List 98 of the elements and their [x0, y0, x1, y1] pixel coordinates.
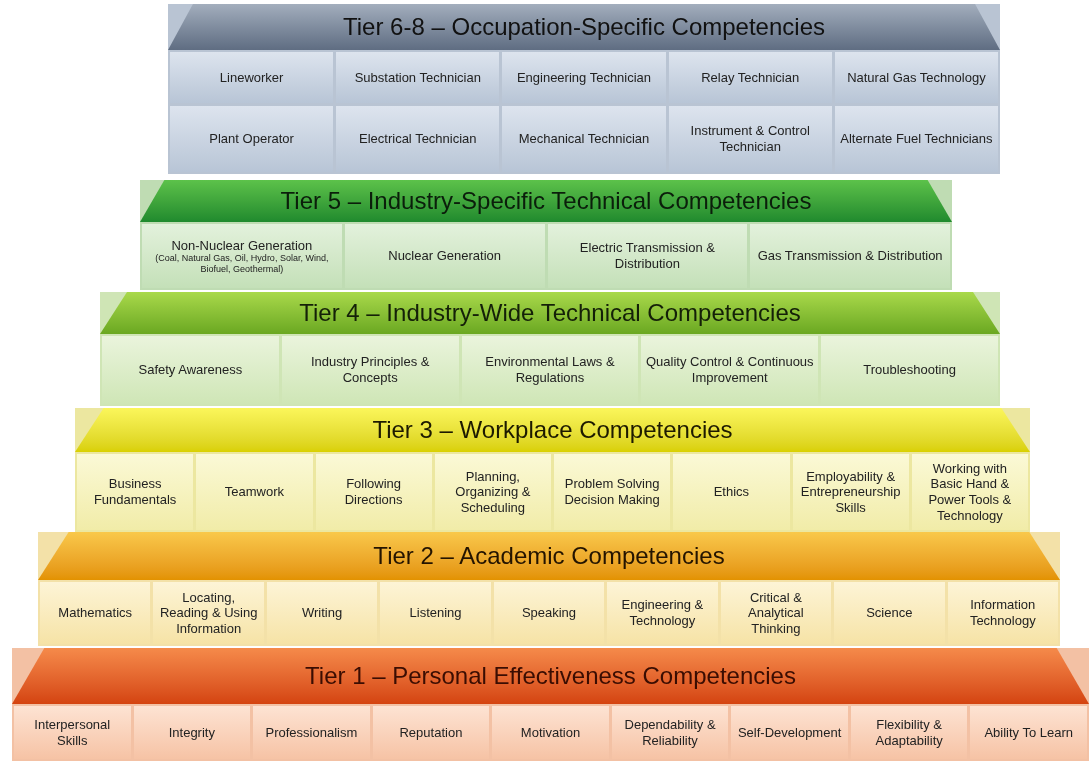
competency-label: Integrity	[168, 724, 215, 741]
competency-label: Dependability & Reliability	[623, 716, 717, 749]
tier-title: Tier 1 – Personal Effectiveness Competencies	[305, 661, 796, 691]
competency-label: Interpersonal Skills	[33, 716, 112, 749]
competency-label: Mechanical Technician	[518, 131, 650, 147]
competency-tile	[336, 52, 500, 103]
competency-label: Substation Technician	[354, 69, 481, 86]
competency-label: Reputation	[399, 724, 463, 741]
competency-label: Safety Awareness	[138, 362, 243, 378]
competency-tile	[344, 224, 545, 288]
tier-band	[168, 4, 1000, 174]
competency-label: Environmental Laws & Regulations	[484, 354, 616, 386]
competency-label: Engineering Technician	[516, 69, 652, 86]
competency-label: Planning, Organizing & Scheduling	[454, 468, 532, 516]
competency-tile	[668, 52, 832, 103]
competency-tile	[266, 582, 378, 644]
competency-label: Non-Nuclear Generation	[171, 237, 313, 254]
competency-label: Mathematics	[58, 605, 133, 621]
tier-title: Tier 6-8 – Occupation-Specific Competencies	[343, 12, 825, 42]
competency-tile	[502, 52, 666, 103]
competency-tile	[14, 706, 131, 759]
competency-label: Electric Transmission & Distribution	[578, 240, 716, 272]
competency-label: Nuclear Generation	[388, 248, 501, 264]
competency-tile	[133, 706, 251, 759]
tier-band	[75, 408, 1030, 532]
competency-label: Writing	[302, 605, 343, 621]
competency-tile	[40, 582, 151, 644]
competency-tile	[834, 52, 998, 103]
competency-label: Working with Basic Hand & Power Tools & Technology	[927, 460, 1013, 524]
competency-label: Instrument & Control Technician	[689, 123, 811, 155]
competency-tile	[850, 706, 968, 759]
competency-tile	[720, 582, 832, 644]
competency-tile	[547, 224, 748, 288]
competency-label: Plant Operator	[209, 131, 294, 147]
competency-label: Relay Technician	[701, 69, 800, 86]
competency-label: Professionalism	[265, 724, 358, 741]
competency-label: Motivation	[520, 724, 581, 741]
competency-label: Gas Transmission & Distribution	[757, 248, 943, 264]
competency-tile	[196, 454, 313, 530]
competency-tile	[554, 454, 671, 530]
competency-tile	[673, 454, 790, 530]
competency-label: Following Directions	[343, 476, 404, 508]
competency-note: (Coal, Natural Gas, Oil, Hydro, Solar, Wind, Biofuel, Geothermal)	[154, 253, 330, 275]
competency-label: Business Fundamentals	[92, 476, 178, 508]
competency-tile	[372, 706, 490, 759]
competency-label: Flexibility & Adaptability	[874, 716, 944, 749]
competency-tile	[947, 582, 1058, 644]
competency-label: Teamwork	[224, 484, 284, 500]
tier-title: Tier 3 – Workplace Competencies	[372, 415, 733, 445]
competency-tile	[493, 582, 605, 644]
tier-title: Tier 2 – Academic Competencies	[373, 541, 725, 571]
competency-tile	[142, 224, 342, 288]
competency-tile	[77, 454, 194, 530]
competency-label: Ethics	[713, 484, 750, 500]
competency-tile	[170, 52, 334, 103]
competency-label: Problem Solving Decision Making	[563, 476, 661, 508]
competency-label: Listening	[409, 605, 462, 621]
competency-tile	[607, 582, 718, 644]
competency-label: Alternate Fuel Technicians	[840, 131, 993, 147]
competency-tile	[492, 706, 609, 759]
competency-tile	[502, 105, 666, 172]
competency-tile	[834, 105, 998, 172]
competency-label: Troubleshooting	[863, 362, 956, 378]
competency-label: Science	[866, 605, 913, 621]
competency-label: Electrical Technician	[359, 131, 477, 147]
competency-label: Critical & Analytical Thinking	[747, 589, 805, 637]
competency-tile	[834, 582, 945, 644]
competency-tile	[970, 706, 1087, 759]
competency-label: Self-Development	[737, 724, 842, 741]
competency-tile	[380, 582, 491, 644]
tier-title: Tier 4 – Industry-Wide Technical Competencies	[299, 298, 801, 328]
competency-tile	[153, 582, 264, 644]
tier-band	[12, 648, 1089, 761]
competency-label: Employability & Entrepreneurship Skills	[799, 468, 902, 516]
competency-tile	[668, 105, 832, 172]
tier-band	[140, 180, 952, 290]
competency-tile	[170, 105, 334, 172]
competency-label: Quality Control & Continuous Improvement	[645, 354, 815, 386]
competency-label: Lineworker	[219, 69, 284, 86]
tier-band	[38, 532, 1060, 646]
competency-label: Locating, Reading & Using Information	[158, 589, 259, 637]
competency-label: Ability To Learn	[984, 724, 1074, 741]
competency-label: Speaking	[521, 605, 577, 621]
competency-tile	[336, 105, 500, 172]
competency-label: Industry Principles & Concepts	[309, 354, 431, 386]
competency-tile	[315, 454, 432, 530]
tier-band	[100, 292, 1000, 406]
competency-tile	[253, 706, 370, 759]
competency-label: Natural Gas Technology	[847, 69, 986, 86]
competency-label: Engineering & Technology	[620, 597, 705, 629]
competency-label: Information Technology	[968, 597, 1037, 629]
competency-tile	[731, 706, 848, 759]
competency-tile	[434, 454, 551, 530]
tier-title: Tier 5 – Industry-Specific Technical Competencies	[280, 186, 812, 216]
competency-tile	[792, 454, 909, 530]
competency-tile	[911, 454, 1028, 530]
competency-tile	[750, 224, 950, 288]
competency-tile	[611, 706, 729, 759]
